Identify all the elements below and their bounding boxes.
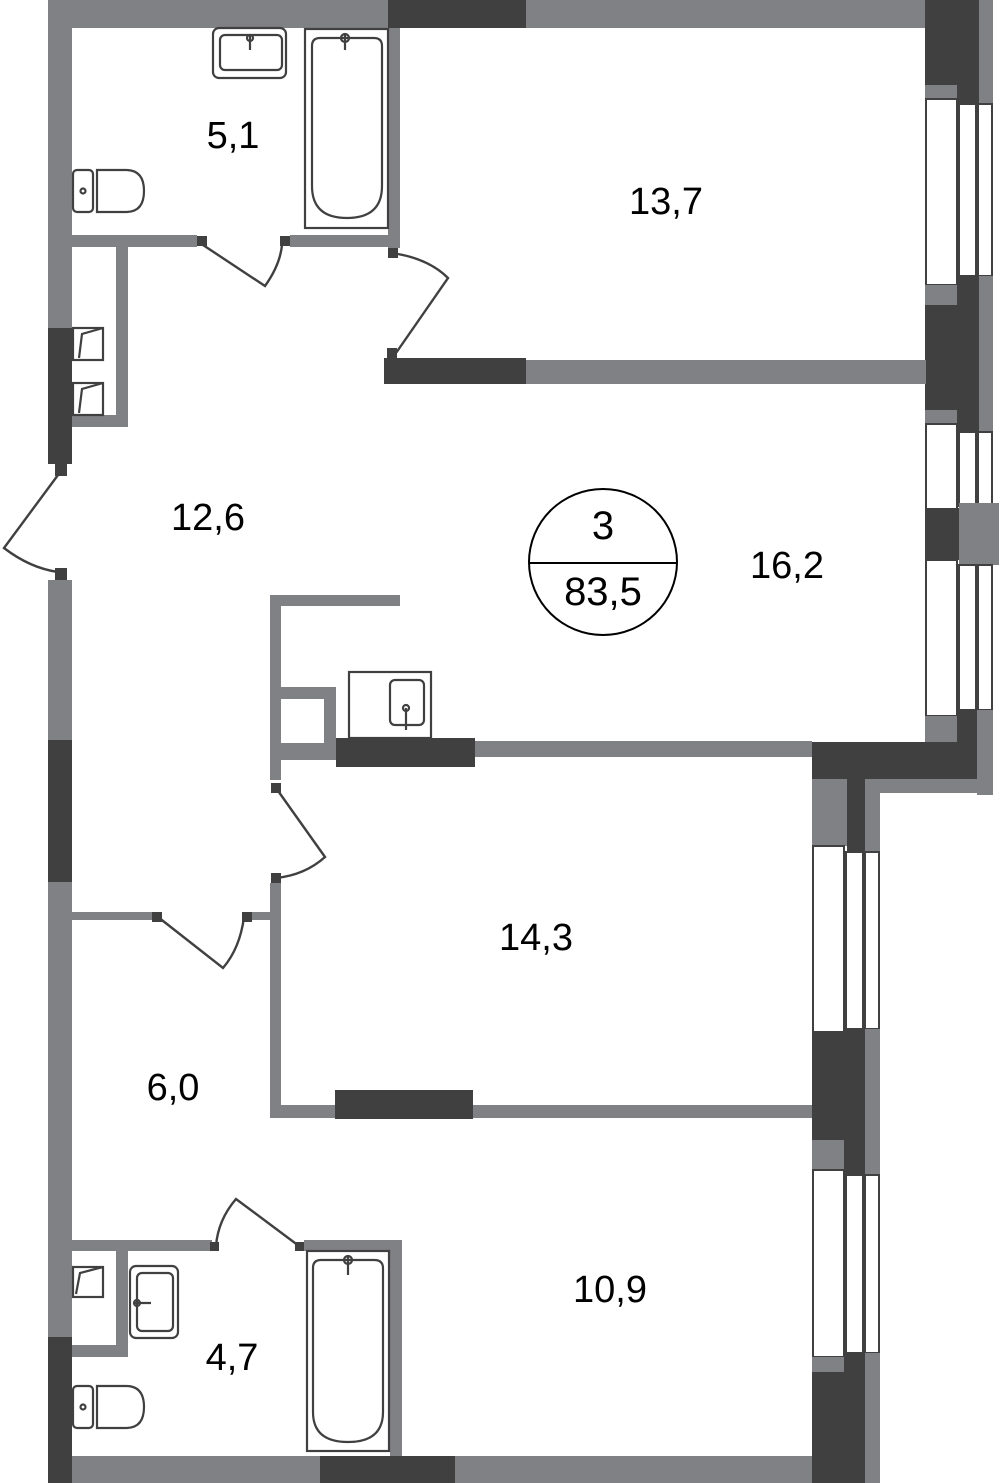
door-top-bathroom xyxy=(202,243,284,288)
door-bottom-bathroom xyxy=(214,1197,300,1247)
bathtub-icon xyxy=(303,27,390,230)
rooms-count: 3 xyxy=(591,504,615,548)
area-label-bathroom-bottom: 4,7 xyxy=(205,1337,259,1379)
apartment-summary-badge: 3 83,5 xyxy=(528,488,678,636)
door-bedroom-middle xyxy=(275,787,327,880)
area-label-corridor: 6,0 xyxy=(146,1067,200,1109)
doors xyxy=(2,243,450,1247)
bottom-bathtub-icon xyxy=(305,1249,391,1453)
door-corridor xyxy=(157,916,246,970)
bottom-sink-icon xyxy=(128,1264,180,1340)
bottom-toilet-icon xyxy=(71,1384,146,1430)
kitchen-sink-icon xyxy=(347,670,433,740)
area-label-living-room: 16,2 xyxy=(750,545,824,587)
area-label-bathroom-top: 5,1 xyxy=(206,115,260,157)
right-facade-upper xyxy=(812,0,999,795)
area-label-bedroom-middle: 14,3 xyxy=(499,917,573,959)
door-entrance xyxy=(2,474,59,574)
closet-icon xyxy=(71,326,105,417)
area-label-bedroom-top-right: 13,7 xyxy=(629,181,703,223)
interior-walls xyxy=(72,28,926,1456)
area-label-hallway: 12,6 xyxy=(171,497,245,539)
area-label-bedroom-bottom: 10,9 xyxy=(573,1269,647,1311)
door-bedroom-top xyxy=(395,252,450,354)
right-facade-lower xyxy=(812,779,880,1483)
total-area: 83,5 xyxy=(564,570,642,614)
toilet-icon xyxy=(71,168,146,214)
badge-divider xyxy=(530,562,676,564)
sink-icon xyxy=(211,26,288,80)
bottom-closet-icon xyxy=(71,1265,105,1299)
outer-walls xyxy=(48,0,926,1483)
